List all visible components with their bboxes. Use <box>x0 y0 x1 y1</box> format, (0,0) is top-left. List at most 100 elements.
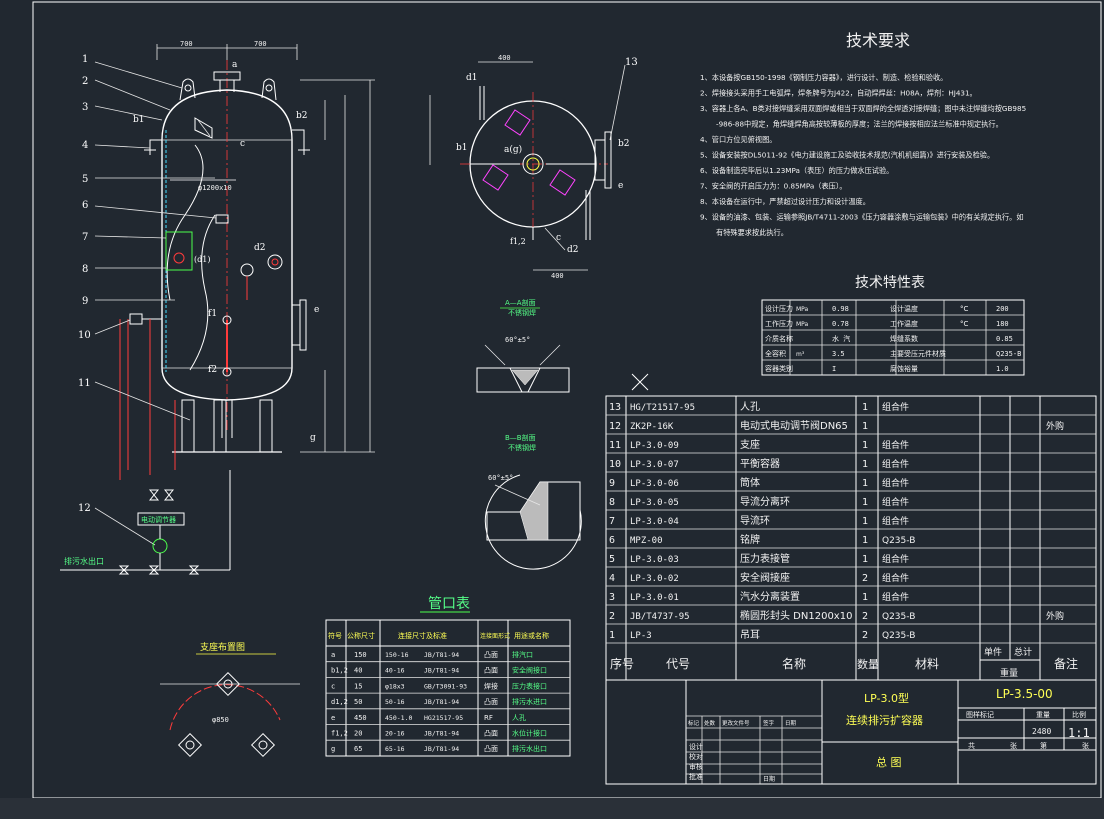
parts-cell: LP-3 <box>630 631 652 641</box>
parts-cell: 外购 <box>1046 610 1064 622</box>
nozzle-cell: GB/T3091-93 <box>424 682 467 690</box>
nozzle-cell: a <box>331 651 335 659</box>
tb-weight-value: 2480 <box>1032 727 1051 736</box>
parts-header-no: 序号 <box>610 656 634 671</box>
plan-label-e: e <box>618 181 623 191</box>
leader-1: 1 <box>82 54 88 65</box>
spec-cell: °C <box>960 320 969 328</box>
leader-8: 8 <box>82 264 88 275</box>
parts-cell: 电动式电动调节阀DN65 <box>740 419 848 432</box>
parts-cell: LP-3.0-04 <box>630 517 679 527</box>
tech-req-title: 技术要求 <box>846 31 910 50</box>
parts-cell: 1 <box>862 459 868 470</box>
plan-label-d1: d1 <box>466 73 478 83</box>
nozzle-cell: 排污水进口 <box>512 697 547 706</box>
parts-cell: 组合件 <box>882 477 909 489</box>
tech-req-line: -986-88中规定，角焊缝焊角高按较薄板的厚度；法兰的焊接按相应法兰标准中规定… <box>716 120 1003 129</box>
parts-cell: 筒体 <box>740 476 760 489</box>
tb-sheet-no-unit: 张 <box>1082 741 1089 750</box>
dim-top-left: 700 <box>180 40 193 48</box>
parts-cell: 组合件 <box>882 401 909 413</box>
nozzle-cell: 50-16 <box>385 698 405 706</box>
elevation-view: 700 700 b1 b2 c a φ1200x10 <box>119 40 375 480</box>
nozzle-cell: 凸面 <box>484 667 498 675</box>
parts-cell: 1 <box>862 478 868 489</box>
parts-cell: 1 <box>862 592 868 603</box>
rev-header: 更改文件号 <box>722 719 750 727</box>
detail-b: B—B剖面 不锈钢焊 60°±5° <box>484 433 582 570</box>
spec-cell: 200 <box>996 305 1009 313</box>
spec-cell: 3.5 <box>832 350 845 358</box>
piping-valves: 电动调节器 排污水出口 <box>60 470 231 575</box>
spec-cell: MPa <box>796 306 809 313</box>
nozzle-cell: 人孔 <box>512 714 526 722</box>
detail-a-angle: 60°±5° <box>505 336 530 344</box>
leader-10: 10 <box>78 330 91 341</box>
parts-cell: 人孔 <box>740 401 760 413</box>
spec-cell: I <box>832 365 836 373</box>
spec-cell: 容器类别 <box>765 364 793 373</box>
parts-cell: 组合件 <box>882 553 909 565</box>
parts-cell: 组合件 <box>882 458 909 470</box>
nozzle-cell: φ18x3 <box>385 682 405 690</box>
nozzle-table-title: 管口表 <box>428 596 470 612</box>
nozzle-header-face: 连接面形式 <box>480 632 510 640</box>
parts-cell: 2 <box>862 630 868 641</box>
tb-label-weight: 重量 <box>1036 711 1050 719</box>
leader-13: 13 <box>625 57 638 68</box>
parts-cell: 导流分离环 <box>740 495 790 508</box>
label-a: a <box>232 60 238 70</box>
title-block: 标记处数更改文件号签字日期设计校对审核批准日期 LP-3.0型 连续排污扩容器 … <box>605 679 1097 785</box>
nozzle-header-sym: 符号 <box>328 631 342 640</box>
sign-label: 审核 <box>689 762 703 771</box>
tech-req-line: 2、焊接接头采用手工电弧焊，焊条牌号为J422，自动焊焊丝：H08A，焊剂：HJ… <box>700 89 977 98</box>
spec-cell: 180 <box>996 320 1009 328</box>
nozzle-cell: HG21517-95 <box>424 714 463 722</box>
tb-sheet-total: 共 <box>968 741 975 750</box>
nozzle-cell: 20-16 <box>385 730 405 738</box>
detail-b-title: B—B剖面 <box>505 433 536 442</box>
nozzle-cell: 凸面 <box>484 651 498 659</box>
vessel-diameter: φ1200x10 <box>198 184 232 192</box>
spec-cell: 全容积 <box>765 349 786 358</box>
parts-cell: LP-3.0-07 <box>630 460 679 470</box>
parts-cell: Q235-B <box>882 631 915 641</box>
spec-cell: 0.78 <box>832 320 849 328</box>
leader-3: 3 <box>82 102 88 113</box>
rev-header: 日期 <box>785 720 797 727</box>
parts-cell: 1 <box>862 535 868 546</box>
spec-cell: °C <box>960 305 969 313</box>
parts-cell: LP-3.0-05 <box>630 498 679 508</box>
nozzle-cell: d1,2 <box>331 698 348 706</box>
plan-label-a: a(g) <box>504 144 522 155</box>
parts-cell: 12 <box>609 421 621 432</box>
parts-cell: 3 <box>609 592 615 603</box>
tb-label-mark: 图样标记 <box>966 710 994 719</box>
nozzle-header-size: 公称尺寸 <box>347 631 375 640</box>
nozzle-cell: JB/T81-94 <box>424 698 459 706</box>
parts-cell: 组合件 <box>882 572 909 584</box>
nozzle-cell: 排汽口 <box>512 650 533 659</box>
parts-header-name: 名称 <box>782 656 806 671</box>
spec-cell: 工作压力 <box>765 319 793 328</box>
nozzle-cell: JB/T81-94 <box>424 651 459 659</box>
dim-plan-bottom: 400 <box>551 272 564 280</box>
parts-cell: 1 <box>609 630 615 641</box>
parts-cell: 8 <box>609 497 615 508</box>
nozzle-cell: 水位计接口 <box>512 729 547 738</box>
parts-cell: 铭牌 <box>740 533 760 546</box>
nozzle-cell: g <box>331 745 335 753</box>
parts-cell: 外购 <box>1046 420 1064 432</box>
nozzle-cell: 65 <box>354 745 362 753</box>
parts-cell: 5 <box>609 554 615 565</box>
tech-req-line: 5、设备安装按DL5011-92《电力建设施工及验收技术规范(汽机机组篇)》进行… <box>700 151 994 160</box>
spec-cell: m³ <box>796 351 805 358</box>
detail-a-sub: 不锈钢焊 <box>508 308 536 317</box>
parts-cell: 椭圆形封头 DN1200x10 <box>740 609 852 622</box>
spec-cell: 工作温度 <box>890 319 918 328</box>
dim-top-right: 700 <box>254 40 267 48</box>
plan-label-d2: d2 <box>567 245 579 255</box>
nozzle-cell: 450-1.0 <box>385 714 412 722</box>
parts-cell: 1 <box>862 402 868 413</box>
